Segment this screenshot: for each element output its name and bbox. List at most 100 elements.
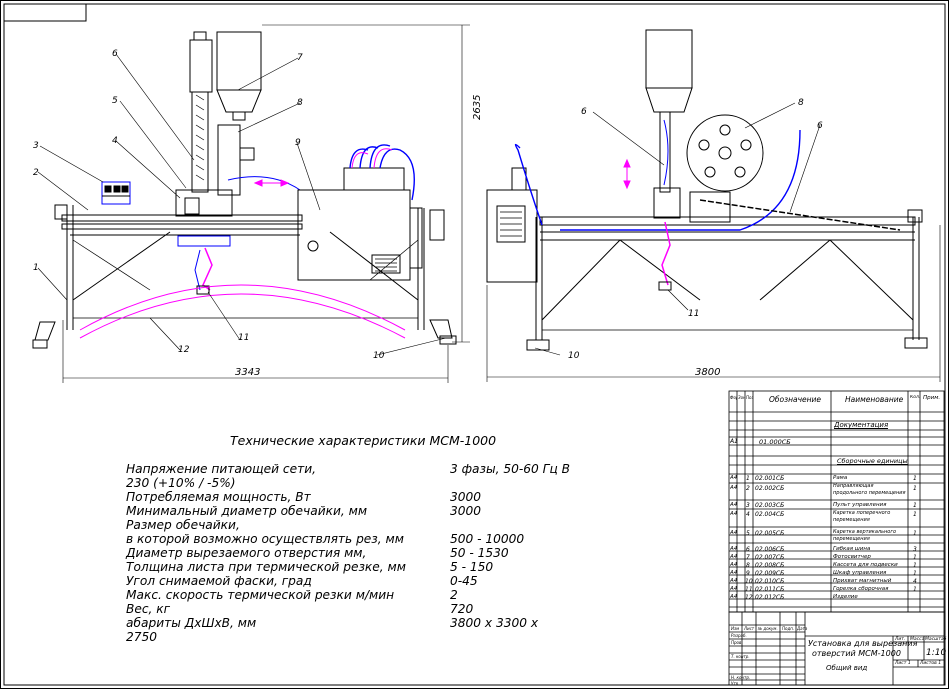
front-callouts: 1 2 3 4 5 6 7 8 9 10 11 12 [33, 49, 385, 361]
bom-header-note: Прим. [923, 395, 941, 401]
spec-value: 720 [450, 602, 474, 616]
tb-label: Дата [797, 626, 808, 631]
svg-text:8: 8 [798, 98, 804, 108]
tb-label: Утв. [731, 681, 740, 686]
bom-cell: 1 [746, 475, 750, 482]
bom-cell: 1 [913, 485, 917, 492]
bom-header-format: Формат [730, 395, 737, 400]
tb-label: Т. контр. [731, 654, 750, 659]
bom-cell: А4 [730, 570, 738, 576]
bom-cell: 4 [913, 578, 917, 585]
bom-cell: 12 [745, 594, 753, 601]
bom-cell: 11 [745, 586, 753, 593]
bom-cell: 1 [913, 511, 917, 518]
bom-cell: Прихват магнитный [833, 578, 892, 584]
bom-header-designation: Обозначение [769, 395, 822, 404]
spec-label: 2750 [126, 630, 158, 644]
bom-cell: Кассета для подвески [833, 562, 898, 568]
bom-cell: 1 [913, 502, 917, 509]
bom-cell: 4 [746, 511, 750, 518]
bom-doc-format: А1 [730, 438, 738, 445]
spec-label: в которой возможно осуществлять рез, мм [126, 532, 404, 546]
bom-cell: А4 [730, 546, 738, 552]
spec-label: Толщина листа при термической резке, мм [126, 560, 406, 574]
bom-grid [728, 390, 945, 613]
svg-text:6: 6 [817, 121, 823, 131]
bom-cell: Изделие [833, 594, 858, 600]
bom-header-qty: Кол. [910, 395, 921, 400]
dim-height: 2635 [472, 95, 483, 120]
spec-value: 3 фазы, 50-60 Гц В [450, 462, 570, 476]
spec-label: Диаметр вырезаемого отверстия мм, [126, 546, 367, 560]
bom-section-assemblies: Сборочные единицы [837, 457, 908, 465]
bom-table: Формат Зона Поз. Обозначение Наименовани… [729, 391, 944, 612]
spec-value: 3800 x 3300 x [450, 616, 539, 630]
spec-value: 5 - 150 [450, 560, 494, 574]
svg-text:12: 12 [178, 345, 190, 355]
bom-cell: Фотосвитчер [833, 554, 871, 560]
svg-text:10: 10 [373, 351, 385, 361]
bom-cell: А4 [730, 578, 738, 584]
spec-label: Размер обечайки, [126, 518, 240, 532]
bom-cell: 02.008СБ [755, 562, 785, 569]
bom-cell: 1 [913, 530, 917, 537]
spec-label: 230 (+10% / -5%) [126, 476, 236, 490]
spec-label: Вес, кг [126, 602, 171, 616]
bom-cell: Рама [833, 475, 848, 481]
bom-cell: 9 [746, 570, 750, 577]
spec-label: Минимальный диаметр обечайки, мм [126, 504, 368, 518]
tb-label: № докум. [758, 626, 778, 631]
bom-cell: 02.009СБ [755, 570, 785, 577]
tb-label: Изм [731, 626, 740, 631]
svg-text:10: 10 [568, 351, 580, 361]
spec-label: Потребляемая мощность, Вт [126, 490, 311, 504]
bom-cell: А4 [730, 511, 738, 517]
bom-cell: 6 [746, 546, 750, 553]
bom-cell: 1 [913, 586, 917, 593]
svg-text:11: 11 [238, 333, 249, 343]
bom-cell: 10 [745, 578, 753, 585]
svg-text:7: 7 [297, 53, 303, 63]
bom-cell: 02.001СБ [755, 475, 785, 482]
lit-header: Лит. [895, 637, 906, 642]
bom-cell: Горелка сборочная [833, 586, 889, 592]
svg-text:11: 11 [688, 309, 699, 319]
drawing-title-line1: Установка для вырезания [808, 639, 918, 648]
bom-header-name: Наименование [845, 395, 904, 404]
bom-cell: 2 [746, 485, 750, 492]
scale-header: Масштаб [925, 637, 947, 642]
bom-cell: 3 [913, 546, 917, 553]
tb-label: Лист [744, 626, 755, 631]
spec-value: 2 [450, 588, 458, 602]
scale-value: 1:10 [926, 648, 947, 658]
side-view [486, 29, 941, 382]
sheet-count: Листов 1 [920, 661, 942, 666]
spec-value: 500 - 10000 [450, 532, 525, 546]
bom-cell: А4 [730, 485, 738, 491]
drawing-title-line3: Общий вид [826, 664, 868, 672]
tb-label: Н. контр. [731, 675, 751, 680]
bom-header-pos: Поз. [746, 395, 753, 400]
svg-text:6: 6 [112, 49, 118, 59]
bom-cell: 02.012СБ [755, 594, 785, 601]
mass-header: Масса [910, 637, 925, 642]
bom-cell: 1 [913, 562, 917, 569]
svg-text:3: 3 [33, 141, 39, 151]
corner-stamp-box [3, 3, 87, 22]
sheet-number: Лист 1 [895, 661, 911, 666]
bom-header-zone: Зона [738, 395, 745, 400]
bom-cell: Гибкая шина [833, 546, 871, 552]
specs-title: Технические характеристики МСМ-1000 [230, 433, 497, 448]
tb-label: Пров. [731, 640, 743, 645]
bom-cell: Направляющая продольного перемещения [833, 483, 906, 496]
bom-cell: Каретка поперечного перемещения [833, 510, 891, 523]
bom-cell: Пульт управления [833, 502, 887, 508]
bom-cell: А4 [730, 562, 738, 568]
svg-text:5: 5 [112, 96, 118, 106]
spec-label: Макс. скорость термической резки м/мин [126, 588, 395, 602]
spec-value: 0-45 [450, 574, 478, 588]
bom-cell: 02.003СБ [755, 502, 785, 509]
svg-text:9: 9 [295, 138, 301, 148]
dim-width-front: 3343 [235, 367, 260, 378]
